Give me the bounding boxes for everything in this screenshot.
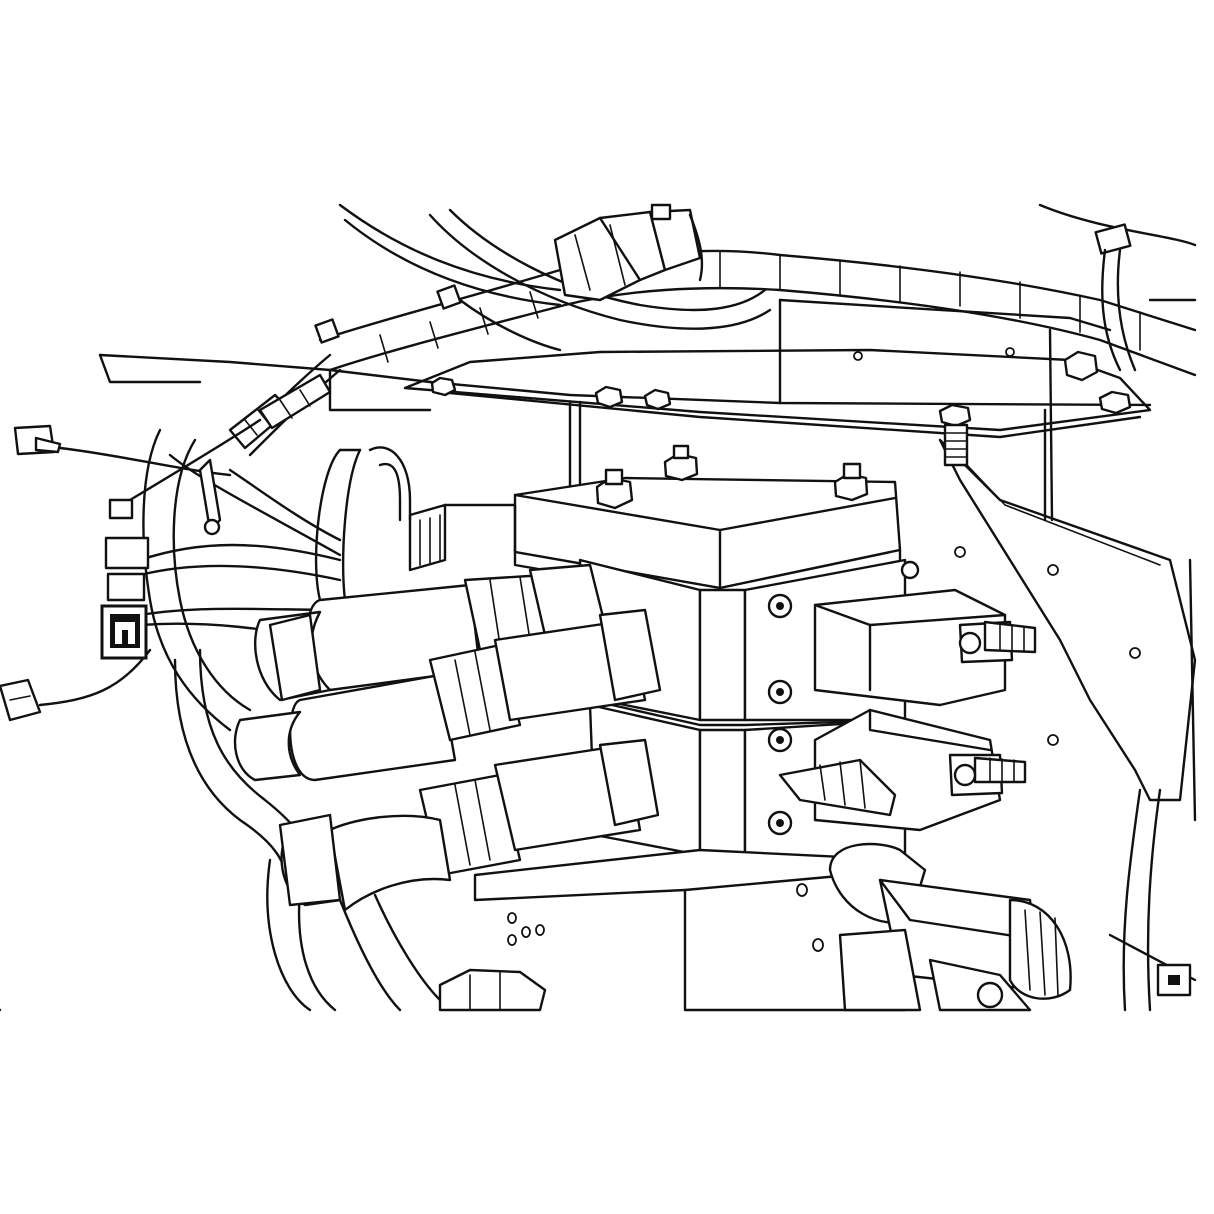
connector-plug-top-left: [13, 424, 62, 456]
bolt-stud: [672, 444, 690, 460]
solenoid-lower: [778, 708, 1027, 832]
bracket-hole: [1005, 347, 1015, 357]
connector-plug-bottom-left: [0, 678, 42, 722]
sensor-cable: [198, 373, 332, 536]
block-holes: [507, 883, 824, 952]
plate-hole: [1047, 734, 1059, 746]
sensor-nut: [976, 981, 1004, 1009]
bracket-bolts: [430, 350, 1132, 467]
frame-structure: [98, 298, 1197, 822]
terminal-nut: [958, 631, 982, 655]
bolt-shank: [943, 423, 969, 467]
plate-hole: [1047, 564, 1059, 576]
connector-block-small: [104, 498, 150, 602]
upper-hose: [338, 203, 1197, 330]
hose-fittings: [233, 563, 662, 1012]
cable-tie: [650, 203, 672, 221]
cable-tie: [314, 318, 340, 344]
pressure-sensor-fitting: [828, 842, 1072, 1012]
upper-wire-harness: [318, 249, 1197, 377]
terminal-nut: [953, 763, 977, 787]
cable-tie: [1094, 223, 1132, 255]
cap-screws: [767, 593, 793, 836]
bolt-stud: [842, 462, 862, 480]
cable-tie: [436, 284, 462, 310]
plate-hole: [954, 546, 966, 558]
valve-block-bolts: [595, 444, 920, 580]
terminal-eye: [203, 518, 221, 536]
solenoid-upper: [813, 588, 1037, 707]
sensor-connector-icon: [100, 604, 148, 660]
top-hose-fitting: [553, 203, 704, 302]
wire-terminal: [108, 498, 134, 520]
wire-terminal: [104, 536, 150, 570]
bolt-stud: [604, 468, 624, 486]
mounting-bracket-plate: [403, 347, 1152, 439]
cable-ties: [314, 223, 1137, 372]
bracket-hole: [853, 351, 863, 361]
bolt-head: [900, 560, 920, 580]
wire-terminal: [106, 572, 146, 602]
plate-hole: [1129, 647, 1141, 659]
right-vertical-harness: [1108, 788, 1197, 1012]
